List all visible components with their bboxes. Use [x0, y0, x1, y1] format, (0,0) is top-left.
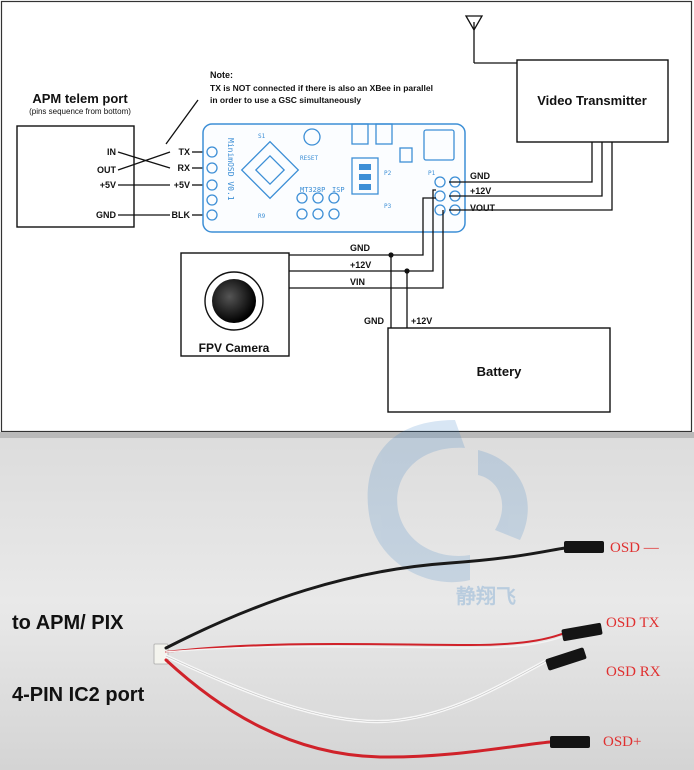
note-line-1: TX is NOT connected if there is also an …: [210, 83, 433, 93]
pcb-reset-button: [303, 128, 321, 146]
label-osd-tx: OSD TX: [606, 615, 660, 631]
pcb-isp-label: ISP: [332, 186, 345, 194]
osd-vtx-wires: [449, 142, 613, 211]
camera-lens: [212, 279, 256, 323]
pcb-crystal-1: [351, 123, 369, 145]
osd-board: MinimOSD V0.1 MT328P ISP RESET S1 R9 P1 …: [202, 123, 466, 233]
battery-pin-gnd: GND: [364, 316, 385, 326]
apm-pin-gnd: GND: [96, 210, 117, 220]
power-wires: [289, 189, 444, 328]
note-heading: Note:: [210, 70, 233, 80]
label-osd-gnd: OSD —: [610, 540, 660, 556]
osd-pin-blk: BLK: [172, 210, 191, 220]
plug-osd-tx: [561, 622, 603, 642]
video-tx-title: Video Transmitter: [537, 93, 647, 108]
pcb-chip-label: MT328P: [300, 186, 325, 194]
pcb-chip: [240, 140, 300, 200]
pcb-outline: [202, 123, 466, 233]
pcb-pin-5v: [206, 179, 218, 191]
watermark-logo: [367, 420, 528, 583]
pcb-reset-label: RESET: [300, 155, 318, 162]
jst-connector: [153, 643, 169, 665]
diagram-panel: APM telem port (pins sequence from botto…: [0, 0, 693, 433]
osd-pin-tx: TX: [178, 147, 190, 157]
note-line-2: in order to use a GSC simultaneously: [210, 95, 361, 105]
wire-white-edge: [165, 655, 549, 722]
cable-photo: 静翔飞 to APM/ PIX 4-PIN IC2 port OSD — OSD…: [0, 420, 694, 770]
pcb-cap: [399, 147, 413, 163]
pcb-regulator: [423, 129, 455, 161]
vtx-pin-12v: +12V: [470, 186, 491, 196]
cam-pin-gnd: GND: [350, 243, 371, 253]
pcb-pin-extra: [206, 194, 218, 206]
pcb-jumper: [351, 157, 379, 195]
wire-black: [164, 546, 567, 650]
label-osd-rx: OSD RX: [606, 664, 661, 680]
pcb-pin-rx: [206, 162, 218, 174]
label-osd-plus: OSD+: [603, 734, 641, 750]
label-i2c-port: 4-PIN IC2 port: [12, 684, 145, 706]
pcb-board-label: MinimOSD V0.1: [226, 138, 235, 201]
note-pointer: [165, 99, 199, 145]
wire-white-tx: [165, 636, 563, 653]
pcb-p3-label: P3: [384, 203, 392, 210]
osd-pin-rx: RX: [177, 163, 190, 173]
osd-pin-5v: +5V: [174, 180, 190, 190]
battery-box: [387, 327, 611, 413]
pcb-p2-label: P2: [384, 170, 392, 177]
plug-osd-plus: [550, 736, 590, 748]
pcb-s1-label: S1: [258, 133, 266, 140]
pcb-r9-label: R9: [258, 213, 266, 220]
apm-pin-5v: +5V: [100, 180, 116, 190]
vtx-pin-vout: VOUT: [470, 203, 496, 213]
apm-subtitle: (pins sequence from bottom): [29, 107, 131, 116]
cam-pin-vin: VIN: [350, 277, 365, 287]
plug-osd-gnd: [564, 541, 604, 553]
apm-port-box: [16, 125, 135, 228]
antenna: [464, 15, 517, 64]
plug-osd-rx: [545, 647, 587, 671]
wire-red: [164, 658, 552, 759]
cam-pin-12v: +12V: [350, 260, 371, 270]
battery-title: Battery: [477, 364, 523, 379]
wire-red-tx: [165, 633, 563, 653]
pcb-p1-label: P1: [428, 170, 436, 177]
battery-pin-12v: +12V: [411, 316, 432, 326]
pcb-pin-tx: [206, 146, 218, 158]
video-tx-box: [516, 59, 669, 143]
apm-title: APM telem port: [32, 91, 128, 106]
photo-background: [0, 432, 694, 770]
apm-pin-in: IN: [107, 147, 116, 157]
pcb-crystal-2: [375, 123, 393, 145]
watermark-text: 静翔飞: [456, 584, 516, 608]
pcb-pin-blk: [206, 209, 218, 221]
camera-title: FPV Camera: [199, 341, 270, 355]
dupont-plugs: [545, 541, 604, 748]
vtx-pin-gnd: GND: [470, 171, 491, 181]
apm-pin-out: OUT: [97, 165, 117, 175]
label-to-apm: to APM/ PIX: [12, 612, 124, 634]
cable-wires: [164, 546, 567, 759]
